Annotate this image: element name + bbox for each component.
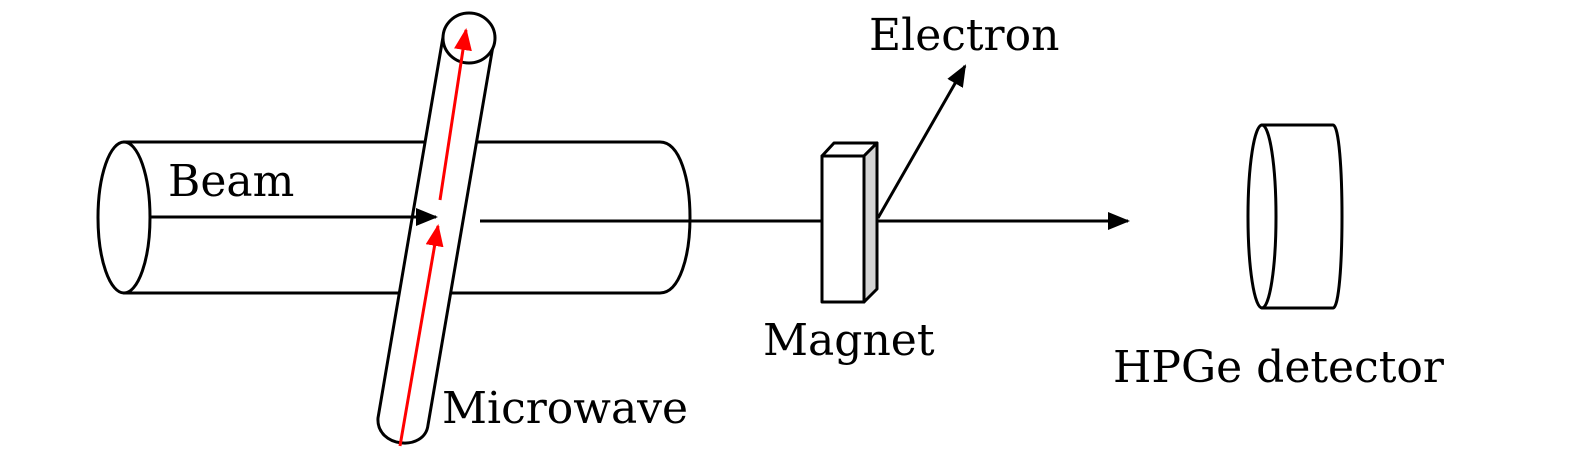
- magnet-label: Magnet: [763, 315, 935, 366]
- magnet: [820, 141, 879, 304]
- detector-label: HPGe detector: [1113, 342, 1445, 393]
- microwave-label: Microwave: [442, 383, 688, 434]
- hpge-detector: [1246, 123, 1344, 310]
- beam-pipe-entrance: [96, 140, 152, 295]
- electron-label: Electron: [869, 10, 1059, 61]
- microwave-arrow-upper: [438, 28, 472, 201]
- waveguide-top-end: [441, 11, 497, 65]
- electron-arrow: [876, 64, 967, 219]
- detector-face: [1246, 123, 1278, 310]
- beam-label: Beam: [168, 156, 294, 207]
- microwave-arrow-lower: [398, 224, 444, 447]
